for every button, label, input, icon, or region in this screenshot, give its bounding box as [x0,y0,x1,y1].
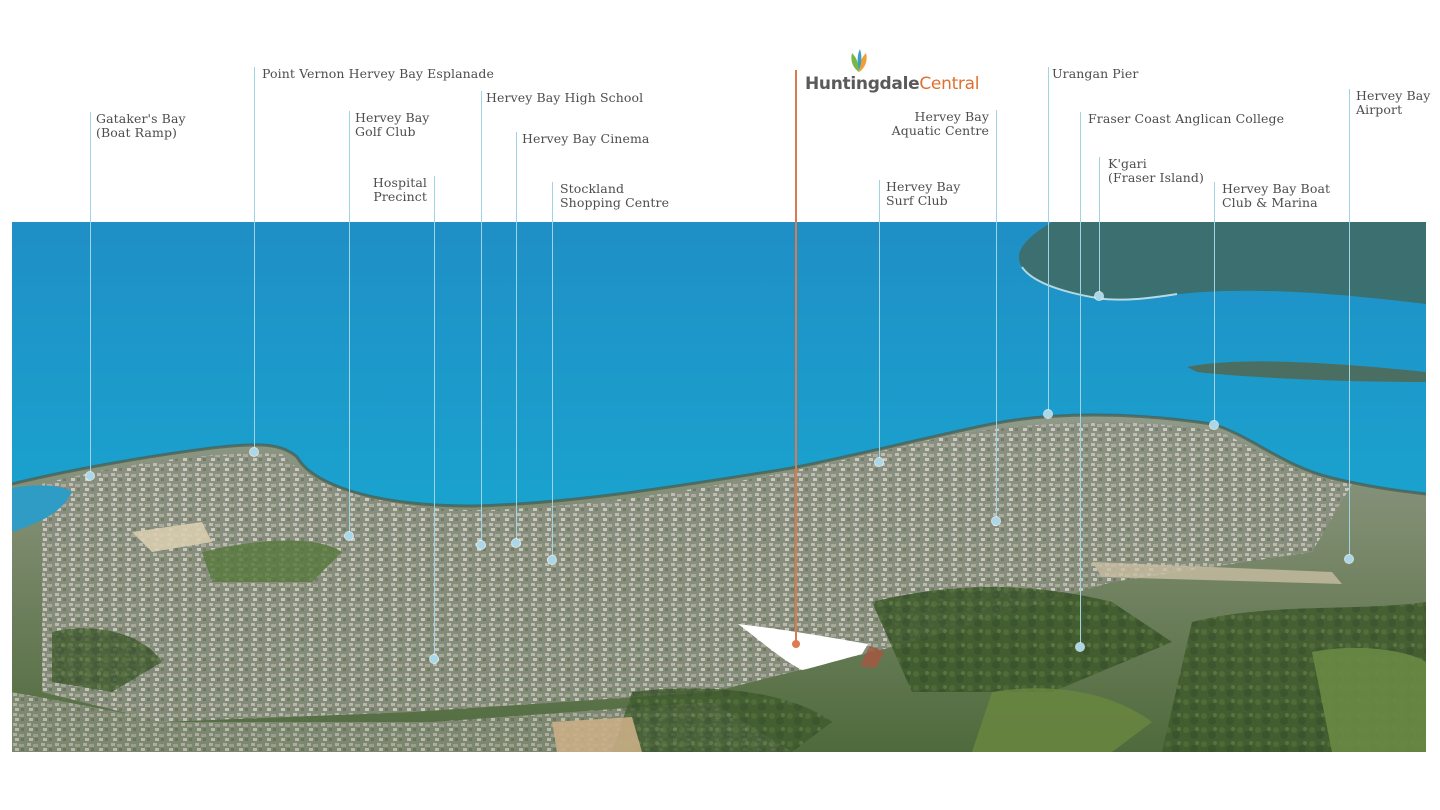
label-kgari: K'gari (Fraser Island) [1108,156,1204,185]
logo-wordmark: HuntingdaleCentral [805,74,979,94]
marker-huntingdale-central[interactable] [792,640,800,648]
marker-gatakers-bay[interactable] [86,472,94,480]
huntingdale-central-logo: HuntingdaleCentral [805,48,985,100]
logo-text-central: Central [919,74,980,94]
label-hospital: Hospital Precinct [372,175,427,204]
urban-area [42,422,1352,722]
marker-kgari[interactable] [1095,292,1103,300]
marker-surf-club[interactable] [875,458,883,466]
huntingdale-central-site [738,624,868,670]
leader-high-school [481,91,482,545]
label-boat-club: Hervey Bay Boat Club & Marina [1222,181,1331,210]
leader-boat-club [1214,182,1215,425]
marker-golf-club[interactable] [345,532,353,540]
aerial-photo [12,222,1426,752]
marker-point-vernon[interactable] [250,448,258,456]
marker-aquatic[interactable] [992,517,1000,525]
label-gatakers-bay: Gataker's Bay (Boat Ramp) [96,111,186,140]
label-aquatic: Hervey Bay Aquatic Centre [891,109,989,138]
airport-runway [1092,562,1342,584]
marker-cinema[interactable] [512,539,520,547]
label-stockland: Stockland Shopping Centre [560,181,670,210]
leader-anglican-college [1080,112,1081,647]
leader-urangan-pier [1048,67,1049,414]
label-golf-club: Hervey Bay Golf Club [355,110,430,139]
leader-airport [1349,89,1350,559]
leader-golf-club [349,111,350,536]
leader-surf-club [879,180,880,462]
leader-kgari [1099,157,1100,296]
marker-urangan-pier[interactable] [1044,410,1052,418]
leader-hospital [434,176,435,659]
label-cinema: Hervey Bay Cinema [522,131,650,146]
bushland [872,587,1172,692]
label-surf-club: Hervey Bay Surf Club [886,179,961,208]
aerial-map [12,222,1426,752]
leader-gatakers-bay [90,112,91,476]
label-point-vernon: Point Vernon Hervey Bay Esplanade [262,66,494,81]
label-urangan-pier: Urangan Pier [1052,66,1139,81]
label-anglican-college: Fraser Coast Anglican College [1088,111,1285,126]
marker-boat-club[interactable] [1210,421,1218,429]
marker-anglican-college[interactable] [1076,643,1084,651]
leader-point-vernon [254,67,255,452]
marker-high-school[interactable] [477,541,485,549]
leader-stockland [552,182,553,560]
label-high-school: Hervey Bay High School [486,90,644,105]
leaf-icon [851,49,867,72]
marker-airport[interactable] [1345,555,1353,563]
leader-aquatic [996,110,997,521]
logo-text-huntingdale: Huntingdale [805,74,920,94]
leader-cinema [516,132,517,543]
kgari-island [1018,222,1426,304]
marker-hospital[interactable] [430,655,438,663]
leader-huntingdale-central [795,70,797,644]
marker-stockland[interactable] [548,556,556,564]
label-airport: Hervey Bay Airport [1356,88,1431,117]
small-island [1187,361,1426,382]
